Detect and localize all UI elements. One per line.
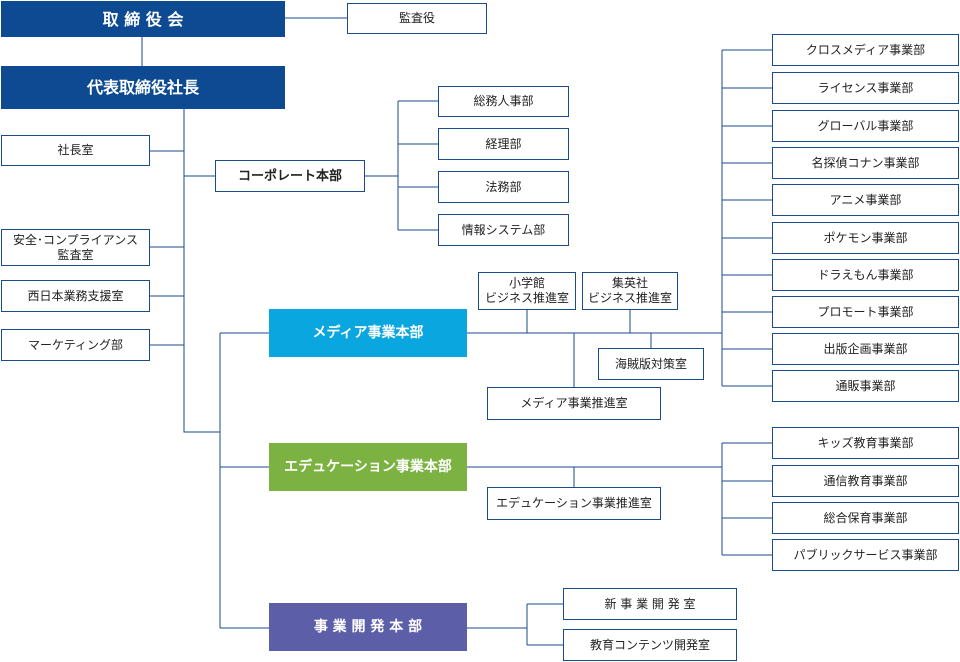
media-hq-label: メディア事業本部 (312, 324, 424, 341)
office-label: 集英社 ビジネス推進室 (587, 276, 672, 305)
staff-office-box: 社長室 (1, 135, 150, 166)
media-department-box: クロスメディア事業部 (772, 34, 959, 66)
department-label: 出版企画事業部 (823, 341, 908, 356)
office-label: 教育コンテンツ開発室 (589, 637, 710, 652)
media-hq-box: メディア事業本部 (269, 309, 467, 357)
department-label: 通販事業部 (835, 378, 896, 393)
corporate-department-box: 情報システム部 (438, 214, 569, 246)
corporate-department-box: 総務人事部 (438, 86, 569, 117)
president-box: 代表取締役社長 (1, 66, 285, 109)
media-department-box: プロモート事業部 (772, 296, 959, 328)
board-label: 取 締 役 会 (102, 9, 184, 29)
staff-office-box: マーケティング部 (1, 329, 150, 361)
education-department-box: パブリックサービス事業部 (772, 539, 959, 571)
department-label: 経理部 (485, 136, 522, 151)
education-hq-box: エデュケーション事業本部 (269, 443, 467, 491)
department-label: 通信教育事業部 (823, 473, 908, 488)
education-hq-label: エデュケーション事業本部 (284, 458, 452, 475)
department-label: 総合保育事業部 (823, 510, 908, 525)
department-label: 情報システム部 (461, 222, 546, 237)
corporate-department-box: 経理部 (438, 128, 569, 160)
staff-office-box: 西日本業務支援室 (1, 280, 150, 312)
board-of-directors-box: 取 締 役 会 (1, 1, 285, 37)
media-department-box: ライセンス事業部 (772, 72, 959, 104)
media-department-box: グローバル事業部 (772, 110, 959, 142)
office-label: メディア事業推進室 (520, 396, 628, 410)
media-department-box: 出版企画事業部 (772, 333, 959, 365)
media-department-box: 通販事業部 (772, 370, 959, 402)
media-department-box: 名探偵コナン事業部 (772, 147, 959, 179)
media-office-box: 小学館 ビジネス推進室 (478, 272, 576, 310)
department-label: ドラえもん事業部 (817, 267, 914, 282)
media-office-box: 海賊版対策室 (598, 348, 704, 380)
department-label: ポケモン事業部 (823, 230, 908, 245)
office-label: 小学館 ビジネス推進室 (484, 276, 569, 305)
media-department-box: ドラえもん事業部 (772, 259, 959, 291)
department-label: キッズ教育事業部 (817, 435, 914, 450)
department-label: プロモート事業部 (817, 304, 914, 319)
education-office-box: エデュケーション事業推進室 (487, 487, 661, 520)
department-label: 総務人事部 (473, 94, 534, 108)
staff-office-label: 西日本業務支援室 (27, 288, 124, 303)
education-department-box: キッズ教育事業部 (772, 427, 959, 459)
media-department-box: アニメ事業部 (772, 184, 959, 216)
office-label: 新 事 業 開 発 室 (604, 596, 696, 611)
corporate-hq-label: コーポレート本部 (237, 168, 342, 184)
department-label: グローバル事業部 (817, 118, 914, 133)
corporate-hq-box: コーポレート本部 (215, 160, 365, 192)
business-dev-hq-box: 事 業 開 発 本 部 (269, 603, 467, 651)
department-label: 法務部 (485, 179, 522, 194)
office-label: 海賊版対策室 (614, 356, 687, 371)
department-label: パブリックサービス事業部 (793, 547, 938, 562)
department-label: ライセンス事業部 (817, 80, 914, 95)
education-department-box: 通信教育事業部 (772, 465, 959, 497)
president-label: 代表取締役社長 (86, 78, 199, 97)
staff-office-label: マーケティング部 (27, 337, 124, 352)
corporate-department-box: 法務部 (438, 171, 569, 203)
department-label: クロスメディア事業部 (805, 42, 926, 57)
auditor-label: 監査役 (398, 11, 435, 25)
business-dev-office-box: 教育コンテンツ開発室 (563, 629, 737, 661)
auditor-box: 監査役 (347, 3, 487, 34)
media-office-box: メディア事業推進室 (487, 387, 661, 420)
staff-office-label: 安全･コンプライアンス 監査室 (13, 232, 138, 262)
office-label: エデュケーション事業推進室 (496, 496, 652, 510)
department-label: アニメ事業部 (829, 192, 902, 207)
business-dev-office-box: 新 事 業 開 発 室 (563, 588, 737, 620)
education-department-box: 総合保育事業部 (772, 502, 959, 534)
staff-office-box: 安全･コンプライアンス 監査室 (1, 229, 150, 266)
staff-office-label: 社長室 (57, 143, 94, 157)
media-office-box: 集英社 ビジネス推進室 (582, 272, 678, 310)
media-department-box: ポケモン事業部 (772, 222, 959, 254)
business-dev-hq-label: 事 業 開 発 本 部 (313, 618, 423, 635)
department-label: 名探偵コナン事業部 (811, 155, 920, 170)
